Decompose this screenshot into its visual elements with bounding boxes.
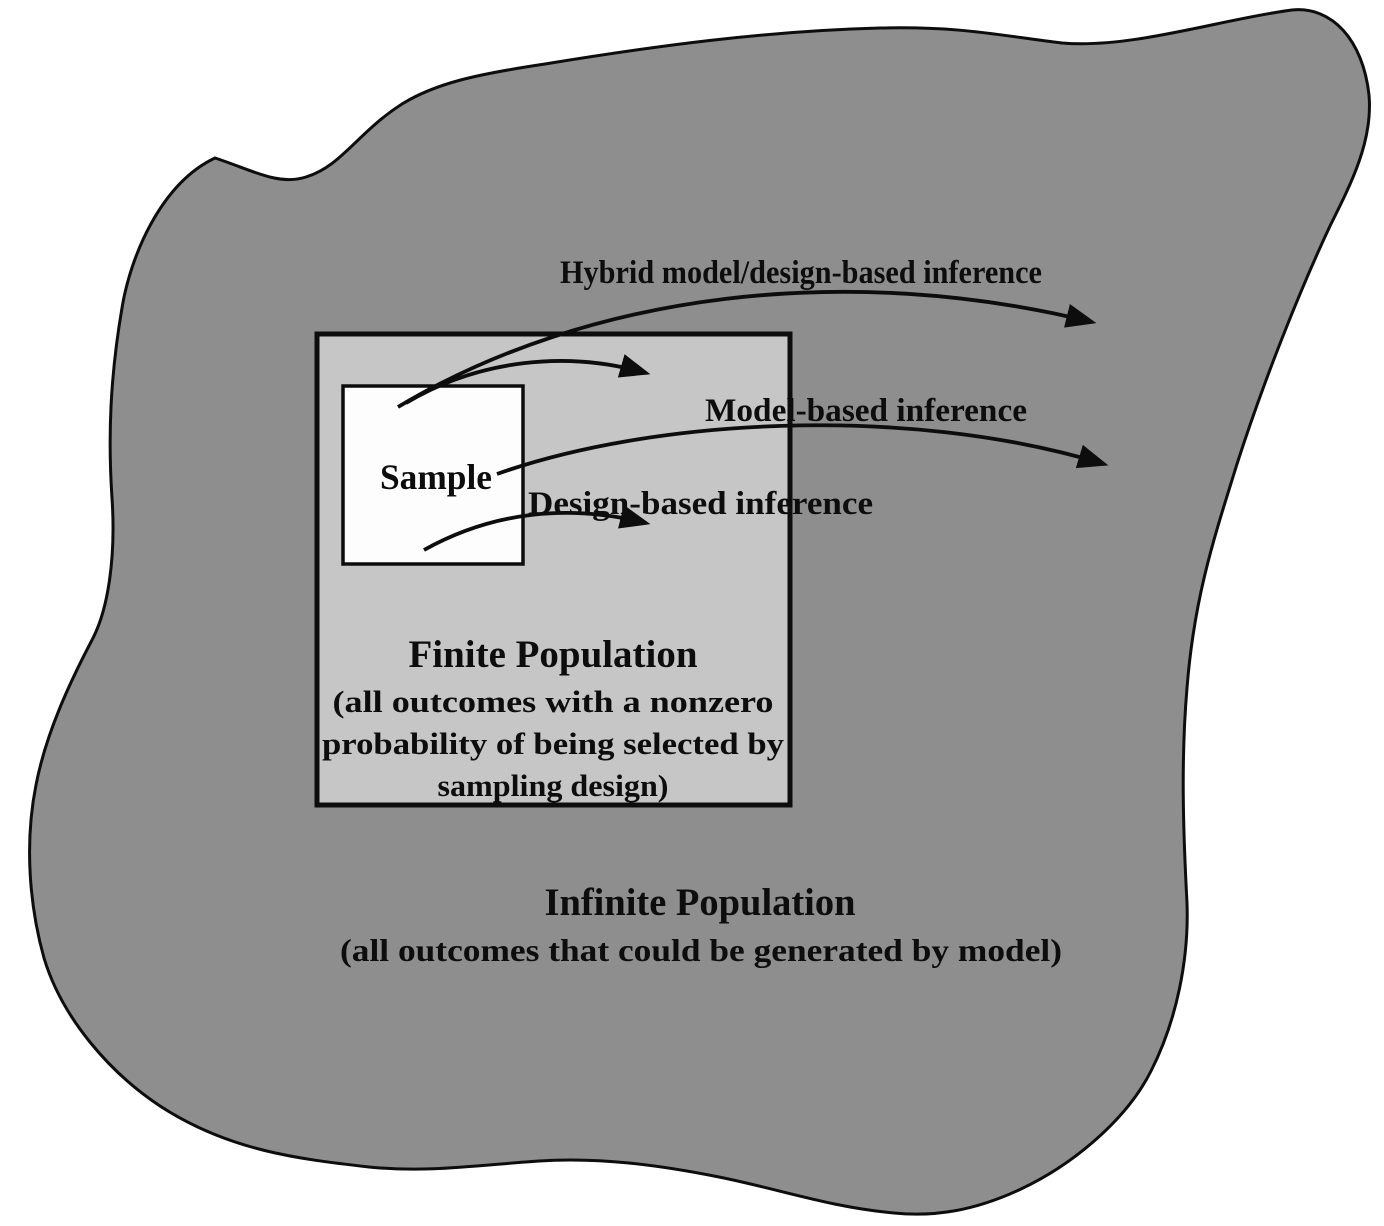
- design-inference-label: Design-based inference: [528, 486, 873, 522]
- diagram-shapes: [28, 8, 1371, 1216]
- diagram-labels: Hybrid model/design-based inference Mode…: [322, 255, 1062, 968]
- sample-box: [341, 384, 525, 566]
- model-inference-label: Model-based inference: [705, 393, 1027, 429]
- hybrid-inference-arrow-long: [397, 289, 1097, 409]
- infinite-population-title: Infinite Population: [545, 881, 856, 924]
- finite-population-caption-line2: probability of being selected by: [322, 726, 785, 761]
- hybrid-inference-label: Hybrid model/design-based inference: [560, 255, 1042, 291]
- finite-population-title: Finite Population: [409, 633, 698, 676]
- sample-label: Sample: [380, 457, 492, 497]
- hybrid-inference-arrow-short: [405, 354, 651, 405]
- finite-population-caption-line3: sampling design): [438, 768, 669, 803]
- finite-population-caption-line1: (all outcomes with a nonzero: [333, 684, 774, 719]
- model-inference-arrow: [496, 423, 1109, 476]
- design-inference-arrow: [423, 504, 651, 552]
- infinite-population-caption: (all outcomes that could be generated by…: [340, 932, 1062, 968]
